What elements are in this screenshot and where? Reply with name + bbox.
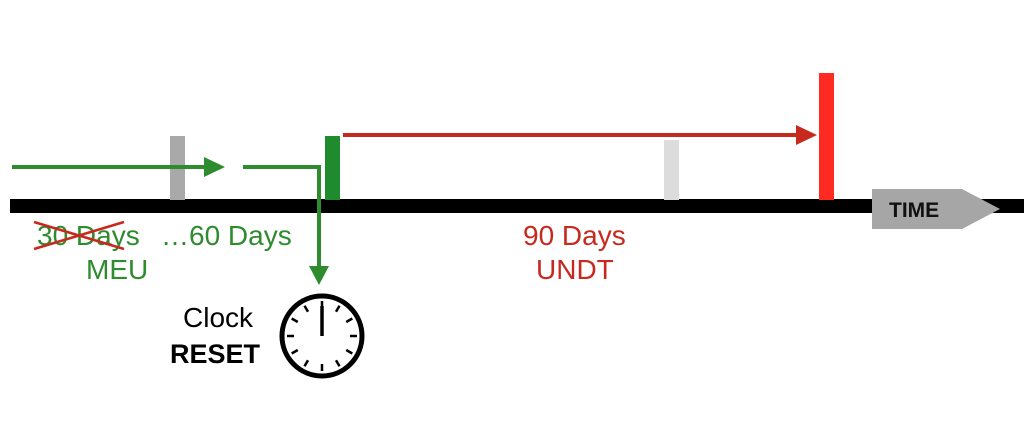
clock-tick — [334, 305, 341, 313]
extended-days-label: …60 Days — [161, 220, 292, 251]
time-label: TIME — [889, 199, 939, 222]
time-arrow — [872, 189, 1000, 229]
green-arrow-head — [204, 157, 225, 177]
reset-label: RESET — [170, 339, 261, 369]
clock-label: Clock — [183, 302, 254, 333]
red-marker — [819, 73, 834, 200]
red-arrow-head — [796, 125, 817, 145]
clock-icon — [279, 293, 365, 379]
clock-tick — [345, 348, 353, 355]
light-grey-marker — [664, 140, 679, 200]
clock-tick — [291, 348, 299, 355]
clock-tick — [345, 317, 353, 324]
green-marker — [325, 136, 340, 200]
struck-days-label: 30 Days — [37, 220, 140, 251]
clock-tick — [334, 359, 341, 367]
clock-tick — [291, 317, 299, 324]
meu-label: MEU — [86, 254, 148, 285]
green-down-arrow-head — [309, 266, 329, 285]
clock-tick — [303, 359, 310, 367]
strike-line-2 — [33, 220, 125, 251]
green-elbow-arrow — [243, 165, 321, 268]
timeline-axis — [10, 199, 1024, 213]
clock-tick — [303, 305, 310, 313]
undt-days-label: 90 Days — [523, 220, 626, 251]
undt-label: UNDT — [536, 254, 614, 285]
